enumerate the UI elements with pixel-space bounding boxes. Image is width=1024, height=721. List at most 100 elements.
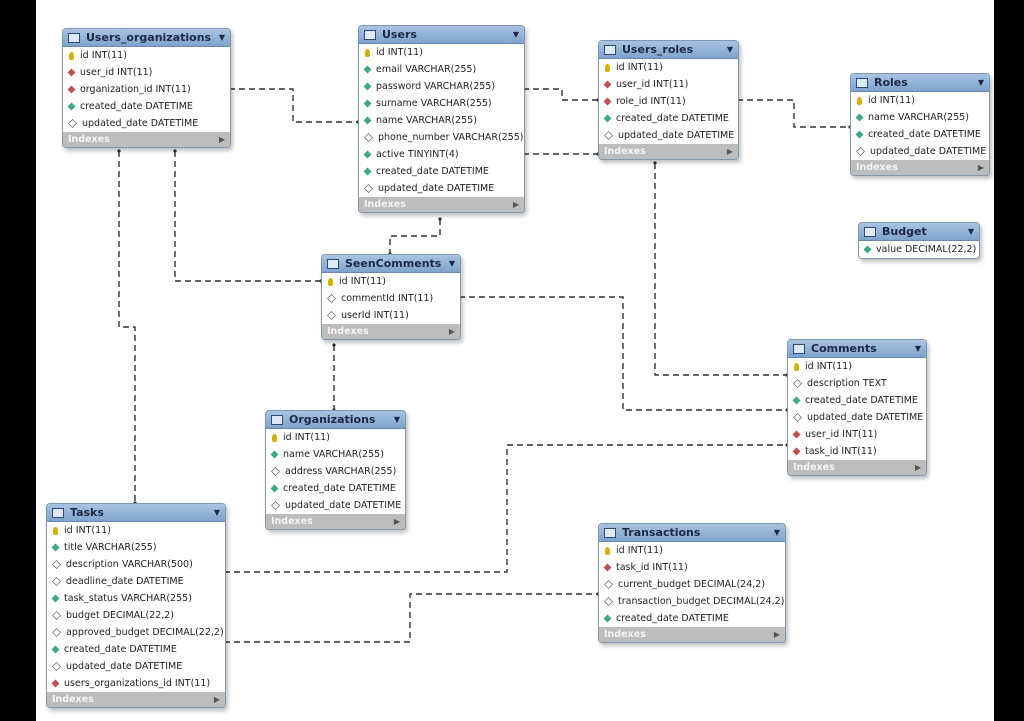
column-row[interactable]: approved_budget DECIMAL(22,2): [47, 624, 225, 641]
relationship-line[interactable]: [224, 444, 787, 573]
column-row[interactable]: created_date DATETIME: [599, 610, 785, 627]
table-header[interactable]: Users▼: [359, 26, 524, 44]
indexes-bar[interactable]: Indexes▶: [599, 144, 738, 159]
table-users[interactable]: Users▼id INT(11)email VARCHAR(255)passwo…: [358, 25, 525, 213]
indexes-bar[interactable]: Indexes▶: [851, 160, 989, 175]
relationship-line[interactable]: [389, 219, 441, 254]
column-row[interactable]: updated_date DATETIME: [63, 115, 230, 132]
column-row[interactable]: current_budget DECIMAL(24,2): [599, 576, 785, 593]
indexes-bar[interactable]: Indexes▶: [359, 197, 524, 212]
table-header[interactable]: Users_roles▼: [599, 41, 738, 59]
table-users_roles[interactable]: Users_roles▼id INT(11)user_id INT(11)rol…: [598, 40, 739, 160]
column-row[interactable]: deadline_date DATETIME: [47, 573, 225, 590]
column-row[interactable]: address VARCHAR(255): [266, 463, 405, 480]
table-header[interactable]: Transactions▼: [599, 524, 785, 542]
indexes-bar[interactable]: Indexes▶: [266, 514, 405, 529]
column-row[interactable]: id INT(11): [599, 542, 785, 559]
collapse-arrow-icon[interactable]: ▼: [967, 227, 974, 236]
table-header[interactable]: Comments▼: [788, 340, 926, 358]
column-row[interactable]: created_date DATETIME: [359, 163, 524, 180]
column-row[interactable]: created_date DATETIME: [47, 641, 225, 658]
relationship-line[interactable]: [174, 151, 321, 282]
column-row[interactable]: created_date DATETIME: [851, 126, 989, 143]
column-row[interactable]: title VARCHAR(255): [47, 539, 225, 556]
column-row[interactable]: role_id INT(11): [599, 93, 738, 110]
column-row[interactable]: value DECIMAL(22,2): [859, 241, 979, 258]
table-users_organizations[interactable]: Users_organizations▼id INT(11)user_id IN…: [62, 28, 231, 148]
column-row[interactable]: created_date DATETIME: [788, 392, 926, 409]
column-row[interactable]: id INT(11): [322, 273, 460, 290]
column-row[interactable]: id INT(11): [359, 44, 524, 61]
column-row[interactable]: id INT(11): [63, 47, 230, 64]
column-row[interactable]: task_id INT(11): [788, 443, 926, 460]
expand-arrow-icon[interactable]: ▶: [773, 630, 780, 639]
column-row[interactable]: transaction_budget DECIMAL(24,2): [599, 593, 785, 610]
collapse-arrow-icon[interactable]: ▼: [977, 78, 984, 87]
relationship-line[interactable]: [118, 151, 136, 503]
collapse-arrow-icon[interactable]: ▼: [914, 344, 921, 353]
column-row[interactable]: created_date DATETIME: [599, 110, 738, 127]
column-row[interactable]: description VARCHAR(500): [47, 556, 225, 573]
table-seencomments[interactable]: SeenComments▼id INT(11)commentId INT(11)…: [321, 254, 461, 340]
indexes-bar[interactable]: Indexes▶: [599, 627, 785, 642]
column-row[interactable]: task_id INT(11): [599, 559, 785, 576]
collapse-arrow-icon[interactable]: ▼: [773, 528, 780, 537]
collapse-arrow-icon[interactable]: ▼: [218, 33, 225, 42]
column-row[interactable]: commentId INT(11): [322, 290, 460, 307]
table-header[interactable]: SeenComments▼: [322, 255, 460, 273]
column-row[interactable]: updated_date DATETIME: [788, 409, 926, 426]
column-row[interactable]: created_date DATETIME: [63, 98, 230, 115]
collapse-arrow-icon[interactable]: ▼: [213, 508, 220, 517]
column-row[interactable]: updated_date DATETIME: [359, 180, 524, 197]
indexes-bar[interactable]: Indexes▶: [322, 324, 460, 339]
indexes-bar[interactable]: Indexes▶: [47, 692, 225, 707]
table-header[interactable]: Users_organizations▼: [63, 29, 230, 47]
expand-arrow-icon[interactable]: ▶: [726, 147, 733, 156]
collapse-arrow-icon[interactable]: ▼: [393, 415, 400, 424]
column-row[interactable]: created_date DATETIME: [266, 480, 405, 497]
indexes-bar[interactable]: Indexes▶: [63, 132, 230, 147]
column-row[interactable]: id INT(11): [47, 522, 225, 539]
column-row[interactable]: user_id INT(11): [788, 426, 926, 443]
table-header[interactable]: Tasks▼: [47, 504, 225, 522]
column-row[interactable]: updated_date DATETIME: [266, 497, 405, 514]
indexes-bar[interactable]: Indexes▶: [788, 460, 926, 475]
expand-arrow-icon[interactable]: ▶: [512, 200, 519, 209]
table-header[interactable]: Organizations▼: [266, 411, 405, 429]
column-row[interactable]: id INT(11): [266, 429, 405, 446]
column-row[interactable]: user_id INT(11): [63, 64, 230, 81]
collapse-arrow-icon[interactable]: ▼: [448, 259, 455, 268]
column-row[interactable]: name VARCHAR(255): [266, 446, 405, 463]
relationship-line[interactable]: [459, 296, 787, 411]
column-row[interactable]: name VARCHAR(255): [359, 112, 524, 129]
relationship-line[interactable]: [737, 99, 850, 128]
expand-arrow-icon[interactable]: ▶: [218, 135, 225, 144]
column-row[interactable]: userId INT(11): [322, 307, 460, 324]
collapse-arrow-icon[interactable]: ▼: [726, 45, 733, 54]
column-row[interactable]: description TEXT: [788, 375, 926, 392]
column-row[interactable]: phone_number VARCHAR(255): [359, 129, 524, 146]
relationship-line[interactable]: [523, 88, 598, 101]
expand-arrow-icon[interactable]: ▶: [393, 517, 400, 526]
column-row[interactable]: surname VARCHAR(255): [359, 95, 524, 112]
collapse-arrow-icon[interactable]: ▼: [512, 30, 519, 39]
table-roles[interactable]: Roles▼id INT(11)name VARCHAR(255)created…: [850, 73, 990, 176]
column-row[interactable]: updated_date DATETIME: [851, 143, 989, 160]
table-organizations[interactable]: Organizations▼id INT(11)name VARCHAR(255…: [265, 410, 406, 530]
column-row[interactable]: users_organizations_id INT(11): [47, 675, 225, 692]
column-row[interactable]: password VARCHAR(255): [359, 78, 524, 95]
table-tasks[interactable]: Tasks▼id INT(11)title VARCHAR(255)descri…: [46, 503, 226, 708]
expand-arrow-icon[interactable]: ▶: [914, 463, 921, 472]
relationship-line[interactable]: [224, 593, 598, 643]
relationship-line[interactable]: [654, 163, 787, 376]
expand-arrow-icon[interactable]: ▶: [977, 163, 984, 172]
column-row[interactable]: task_status VARCHAR(255): [47, 590, 225, 607]
column-row[interactable]: organization_id INT(11): [63, 81, 230, 98]
relationship-line[interactable]: [229, 88, 358, 123]
column-row[interactable]: budget DECIMAL(22,2): [47, 607, 225, 624]
column-row[interactable]: updated_date DATETIME: [47, 658, 225, 675]
column-row[interactable]: id INT(11): [599, 59, 738, 76]
table-transactions[interactable]: Transactions▼id INT(11)task_id INT(11)cu…: [598, 523, 786, 643]
column-row[interactable]: email VARCHAR(255): [359, 61, 524, 78]
